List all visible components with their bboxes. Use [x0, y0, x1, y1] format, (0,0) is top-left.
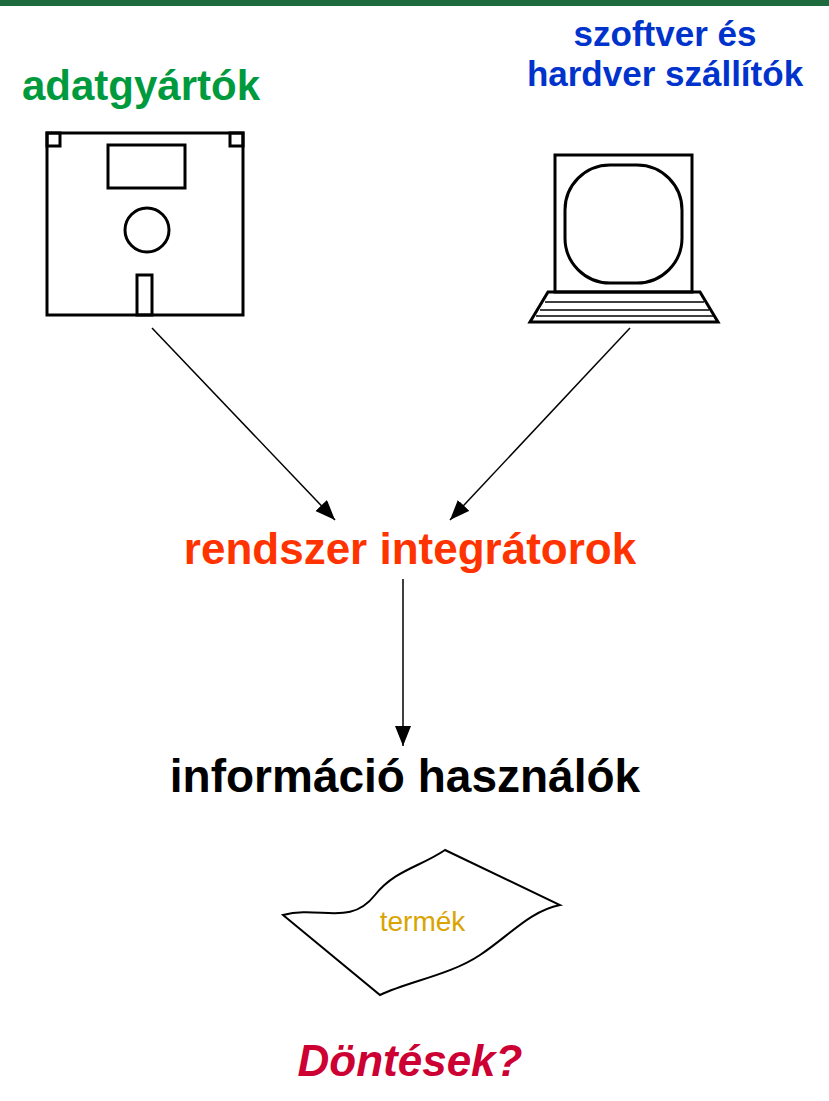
top-bar: [0, 0, 829, 6]
user-node: információ használók: [166, 746, 645, 807]
question-label: Döntések?: [298, 1036, 523, 1087]
supplier-group: szoftver és hardver szállítók: [511, 10, 819, 328]
node-text: termék: [380, 906, 466, 938]
flow-arrow: [450, 328, 630, 520]
flow-arrow: [152, 328, 335, 520]
producer-group: adatgyártók: [18, 58, 265, 328]
floppy-icon: [47, 133, 243, 315]
integrator-node: rendszer integrátorok: [180, 520, 641, 579]
sheet-shape: [283, 850, 560, 995]
flow-arrow: [402, 579, 404, 746]
product-sheet: termék: [280, 845, 565, 1000]
node-text: szoftver és hardver szállítók: [515, 14, 815, 95]
node-text: információ használók: [170, 750, 640, 803]
node-text: adatgyártók: [22, 62, 260, 110]
computer-icon: [530, 155, 718, 322]
node-text: rendszer integrátorok: [184, 524, 636, 575]
